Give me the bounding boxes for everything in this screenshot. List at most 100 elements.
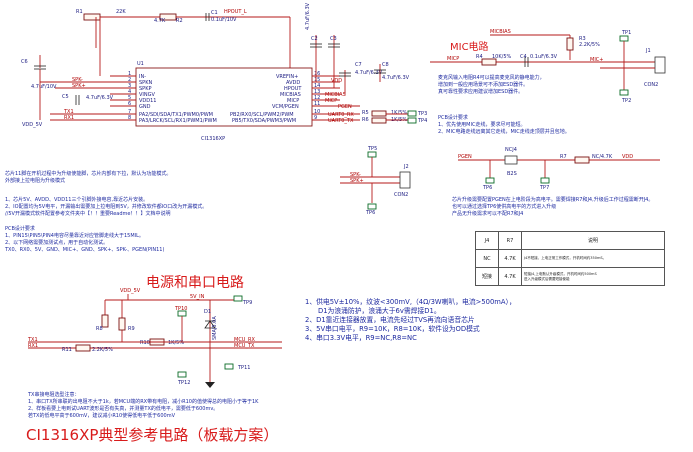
tp9-point xyxy=(233,295,243,302)
svg-text:12: 12 xyxy=(314,95,320,101)
r4-ref: R4 xyxy=(476,54,483,60)
svg-text:VINGV: VINGV xyxy=(139,92,156,98)
r11-ref: R11 xyxy=(62,347,72,353)
j2-connector xyxy=(399,171,411,189)
r1-ref: R1 xyxy=(76,9,83,15)
page-title: CI1316XP典型参考电路（板载方案） xyxy=(26,426,279,444)
r1-resistor xyxy=(83,13,101,21)
svg-text:PA3/LRCK/SCL/RX1/PWM1/PWM: PA3/LRCK/SCL/RX1/PWM1/PWM xyxy=(139,118,217,124)
tp6-label-spk: TP6 xyxy=(365,210,375,216)
svg-text:3: 3 xyxy=(128,83,131,89)
left-net-spk-plus: SPK+ xyxy=(72,83,86,89)
main-note-4: 2、IO配置均为5V电平，开漏输出需要加上拉电阻到5V，并修改软件都IO口改为开… xyxy=(5,204,208,210)
svg-text:1: 1 xyxy=(128,71,131,77)
spk-net-minus: SPK- xyxy=(350,172,361,178)
tp1-point xyxy=(619,35,629,42)
right-net-uart0-rx: UART0_RX xyxy=(328,112,354,118)
svg-text:VCM/PGEN: VCM/PGEN xyxy=(272,104,299,110)
tp3-label: TP3 xyxy=(417,111,427,117)
power-title: 电源和串口电路 xyxy=(146,275,244,291)
svg-text:MICBIAS: MICBIAS xyxy=(280,92,301,98)
mic-note-2: 增加到一般应用场景可不添加ESD器件。 xyxy=(438,82,529,88)
table-header: 说明 xyxy=(521,231,665,250)
c2-ref: C2 xyxy=(311,36,318,42)
left-net-spk-minus: SPK- xyxy=(72,77,83,83)
j1-connector xyxy=(654,56,666,74)
power-note-4: 3、5V串口电平，R9=10K，R8=10K，软件设为OD模式 xyxy=(305,325,480,333)
tp5-label: TP5 xyxy=(367,146,377,152)
c6-value: 4.7uF/10V xyxy=(31,84,57,90)
c8-ref: C8 xyxy=(382,62,389,68)
tp7-point xyxy=(540,177,550,184)
tx-note-1: 1、串口TX所串联的出电阻不大于1k，若MCU端的RX带有电阻，减小R10的值使… xyxy=(28,399,259,405)
svg-text:6: 6 xyxy=(128,101,131,107)
tp12-label: TP12 xyxy=(177,380,190,386)
svg-text:7: 7 xyxy=(128,109,131,115)
spk-net-plus: SPK+ xyxy=(350,178,364,184)
tp1-label: TP1 xyxy=(621,30,631,36)
tp4-label: TP4 xyxy=(417,118,427,124)
main-pcb-note-1: 1、PIN15\PIN5\PIN4电容尽量靠近对应管脚走线大于15MIL。 xyxy=(5,233,144,239)
mic-pcb-note-1: 1、优先使用MIC走线，要求尽可能短。 xyxy=(438,122,526,128)
svg-text:14: 14 xyxy=(314,83,320,89)
r4-value: 10K/5% xyxy=(492,54,512,60)
svg-text:AVDD: AVDD xyxy=(286,80,300,86)
left-net-tx1: TX1 xyxy=(63,109,74,115)
main-note-3: 1、芯片5V、AVDD、VDD11三个引脚外接电容,靠近芯片安装。 xyxy=(5,197,149,203)
power-net-5v-in: 5V_IN xyxy=(190,294,205,300)
c5-value: 4.7uF/6.3V xyxy=(86,95,114,101)
j4-conn: B2S xyxy=(507,171,517,177)
svg-text:15: 15 xyxy=(314,77,320,83)
power-note-1: 1、供电5V±10%，纹波<300mV,（4Ω/3W喇叭，电流>500mA）， xyxy=(305,298,516,306)
r3-resistor xyxy=(566,37,574,51)
pgen-note-2: 也可以通过选择TP6使供高电平的方式进入升级 xyxy=(452,204,557,210)
pgen-note-3: 产品无升级需求可以不配R7和J4 xyxy=(452,211,524,217)
r2-resistor xyxy=(159,13,177,21)
svg-text:SPKN: SPKN xyxy=(139,80,152,86)
tp11-label: TP11 xyxy=(237,365,250,371)
svg-text:HPOUT: HPOUT xyxy=(284,86,302,92)
u1-ref: U1 xyxy=(137,61,144,67)
r9-ref: R9 xyxy=(128,326,135,332)
r3-value: 2.2K/5% xyxy=(579,42,600,48)
svg-text:2: 2 xyxy=(128,77,131,83)
table-header-row: J4 R7 说明 xyxy=(475,231,665,250)
j2-ref: J2 xyxy=(403,164,409,170)
j1-ref: J1 xyxy=(645,48,651,54)
c6-ref: C6 xyxy=(21,59,28,65)
table-cell: 4.7K xyxy=(498,249,522,268)
r8-resistor xyxy=(101,314,109,328)
r5-ref: R5 xyxy=(362,110,369,116)
tp6-point-spk xyxy=(367,203,377,210)
table-cell: 短接J4,上电默认升级模式，开机时间约500mS 进入升级模式后需要短接使能 xyxy=(521,267,665,286)
j1-conn: CON2 xyxy=(644,82,658,88)
mic-net-micp: MICP xyxy=(447,56,459,62)
tp11-point xyxy=(224,363,234,370)
c4b-value: 0.1uF/6.3V xyxy=(530,54,558,60)
svg-text:VREFIN+: VREFIN+ xyxy=(276,74,298,80)
right-net-pgen: PGEN xyxy=(338,104,352,110)
r5-value: 1K/5% xyxy=(391,110,407,116)
table-header: R7 xyxy=(498,231,522,250)
r5-resistor xyxy=(371,110,387,117)
svg-text:SPKP: SPKP xyxy=(139,86,151,92)
d1-ref: D1 xyxy=(204,309,211,315)
hpout-net-label: HPOUT_L xyxy=(224,9,247,15)
power-net-mcu-tx: MCU_TX xyxy=(234,343,255,349)
power-net-mcu-rx: MCU_RX xyxy=(234,337,255,343)
pgen-note-1: 芯片升级需要配置PGEN在上电阶段为高电平。需要焊接R7和J4,升级后工作过程需… xyxy=(452,197,654,203)
r10-ref: R10 xyxy=(140,340,150,346)
power-net-rx1: RX1 xyxy=(28,343,38,349)
right-net-micp: MICP xyxy=(325,98,337,104)
c4b-ref: C4 xyxy=(520,54,527,60)
mic-net-micbias: MICBIAS xyxy=(490,29,511,35)
svg-text:IN-: IN- xyxy=(139,74,146,80)
tx-title: TX串接电阻选型注意： xyxy=(28,392,80,398)
svg-text:MICP: MICP xyxy=(287,98,299,104)
j4-jumper xyxy=(504,155,518,165)
j2-conn: CON2 xyxy=(394,192,408,198)
tp6-label: TP6 xyxy=(482,185,492,191)
